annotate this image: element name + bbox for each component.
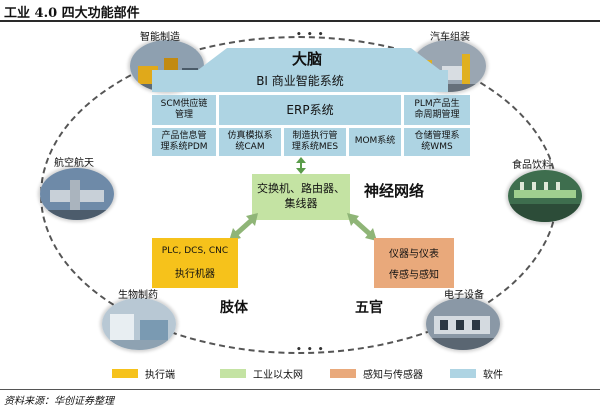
connector-line [300,162,302,168]
ring-dots-bottom: • • • [296,345,325,355]
sensing-box: 仪器与仪表 传感与感知 [374,238,454,288]
bubble-food-beverage [508,170,582,222]
pdm-system: 产品信息管理系统PDM [152,128,216,156]
source-note: 资料来源：华创证券整理 [4,396,114,407]
bubble-label: 航空航天 [54,158,94,169]
legend-item: 感知与传感器 [330,366,423,381]
scm-system: SCM供应链管理 [152,95,216,125]
bubble-label: 汽车组装 [430,32,470,43]
double-arrow-right-icon [347,213,377,241]
biopharma-photo-icon [102,298,176,350]
legend-swatch [450,369,476,378]
connector-arrowhead-down [296,168,306,174]
wms-system: 仓储管理系统WMS [404,128,470,156]
legend-swatch [220,369,246,378]
legend-item: 工业以太网 [220,366,303,381]
legend: 执行端 工业以太网 感知与传感器 软件 [0,366,600,384]
plm-system: PLM产品生命周期管理 [404,95,470,125]
bubble-label: 食品饮料 [512,160,552,171]
legend-item: 软件 [450,366,503,381]
ring-dots-top: • • • [296,30,325,40]
erp-system: ERP系统 [219,95,401,125]
source-divider [0,389,600,390]
bubble-label: 智能制造 [140,32,180,43]
cam-system: 仿真模拟系统CAM [219,128,281,156]
food-beverage-photo-icon [508,170,582,222]
legend-swatch [330,369,356,378]
page-title: 工业 4.0 四大功能部件 [4,6,140,21]
bi-system: BI 商业智能系统 [152,70,448,92]
bubble-electronics [426,298,500,350]
aerospace-photo-icon [40,168,114,220]
connector-arrowhead-up [296,157,306,163]
title-divider [0,20,600,22]
mes-system: 制造执行管理系统MES [284,128,346,156]
legend-item: 执行端 [112,366,175,381]
double-arrow-left-icon [229,213,258,241]
limbs-heading: 肢体 [220,300,248,316]
execution-box: PLC, DCS, CNC 执行机器 [152,238,238,288]
network-switch-box: 交换机、路由器、 集线器 [252,174,350,220]
mom-system: MOM系统 [349,128,401,156]
electronics-photo-icon [426,298,500,350]
bubble-label: 生物制药 [118,290,158,301]
senses-heading: 五官 [355,300,383,316]
bubble-label: 电子设备 [444,290,484,301]
bubble-aerospace [40,168,114,220]
legend-swatch [112,369,138,378]
bubble-biopharma [102,298,176,350]
brain-roof [198,48,440,70]
network-heading: 神经网络 [364,182,425,200]
brain-heading: 大脑 [292,50,323,68]
